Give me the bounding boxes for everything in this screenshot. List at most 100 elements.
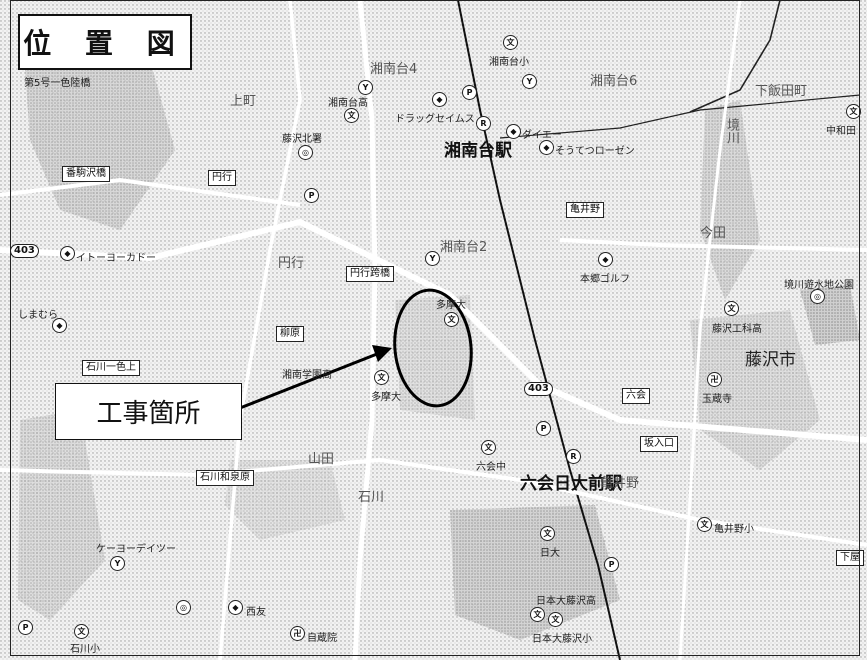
place-label: 日本大藤沢高 xyxy=(536,596,596,607)
intersection-sign: 石川一色上 xyxy=(82,360,140,376)
place-label: 自蔵院 xyxy=(307,633,337,644)
intersection-sign: 番駒沢橋 xyxy=(62,166,110,182)
green-area-center xyxy=(395,295,475,420)
restaurant-icon: Y xyxy=(522,74,537,89)
place-label: 多摩大 xyxy=(436,300,466,311)
temple-icon: 卍 xyxy=(707,372,722,387)
road-south xyxy=(0,457,867,547)
route-shield: 403 xyxy=(524,382,553,396)
school-icon: 文 xyxy=(481,440,496,455)
intersection-label: 第5号一色陸橋 xyxy=(24,78,91,89)
route-shield: 403 xyxy=(10,244,39,258)
area-label: 下飯田町 xyxy=(755,84,808,99)
road-diag xyxy=(218,0,302,660)
green-area-w xyxy=(18,410,105,620)
parking-icon: P xyxy=(536,421,551,436)
intersection-sign: 坂入口 xyxy=(640,436,678,452)
place-label: ドラッグセイムス xyxy=(395,114,475,125)
school-icon: 文 xyxy=(374,370,389,385)
place-label: 本郷ゴルフ xyxy=(580,274,630,285)
railway-main xyxy=(457,0,621,660)
site-arrow-line xyxy=(239,350,383,410)
river-label: 境川 xyxy=(724,118,739,144)
place-label: 湘南台高 xyxy=(328,98,368,109)
intersection-sign: 円行跨橋 xyxy=(346,266,394,282)
place-label: 湘南学園高 xyxy=(282,370,332,381)
city-name: 藤沢市 xyxy=(745,350,796,370)
station-icon: R xyxy=(476,116,491,131)
area-label: 上町 xyxy=(230,94,257,109)
parking-icon: P xyxy=(462,85,477,100)
intersection-sign: 柳原 xyxy=(276,326,304,342)
school-icon: 文 xyxy=(74,624,89,639)
place-label: 中和田 xyxy=(826,126,856,137)
school-icon: 文 xyxy=(724,301,739,316)
school-icon: 文 xyxy=(444,312,459,327)
place-label: 石川小 xyxy=(70,644,100,655)
shop-icon: ◆ xyxy=(52,318,67,333)
area-label: 今田 xyxy=(700,226,727,241)
shop-icon: ◆ xyxy=(598,252,613,267)
school-icon: 文 xyxy=(846,104,861,119)
place-label: 玉蔵寺 xyxy=(702,394,732,405)
map-title: 位 置 図 xyxy=(18,14,192,70)
construction-site-label: 工事箇所 xyxy=(55,383,242,440)
place-label: 境川遊水地公園 xyxy=(784,280,854,291)
place-label: 西友 xyxy=(246,607,266,618)
intersection-sign: 石川和泉原 xyxy=(196,470,254,486)
place-label: 日本大藤沢小 xyxy=(532,634,592,645)
place-label: ダイエー xyxy=(522,130,562,141)
site-arrow-head xyxy=(372,345,392,362)
place-label: 六会中 xyxy=(476,462,506,473)
road-west xyxy=(0,177,301,207)
police-icon: ◎ xyxy=(176,600,191,615)
shop-icon: ◆ xyxy=(228,600,243,615)
green-area-sakai xyxy=(700,100,760,300)
station-shonandai: 湘南台駅 xyxy=(444,141,512,161)
place-label: 亀井野小 xyxy=(714,524,754,535)
area-label: 円行 xyxy=(278,256,305,271)
parking-icon: P xyxy=(304,188,319,203)
station-icon: R xyxy=(566,449,581,464)
shop-icon: ◆ xyxy=(60,246,75,261)
place-label: 多摩大 xyxy=(371,392,401,403)
place-label: しまむら xyxy=(18,310,58,321)
park-icon: ◎ xyxy=(810,289,825,304)
place-label: 日大 xyxy=(540,548,560,559)
school-icon: 文 xyxy=(540,526,555,541)
place-label: ケーヨーデイツー xyxy=(96,544,176,555)
shop-icon: ◆ xyxy=(539,140,554,155)
place-label: 藤沢北署 xyxy=(282,134,322,145)
police-icon: ◎ xyxy=(298,145,313,160)
construction-site-ellipse xyxy=(393,288,473,408)
school-icon: 文 xyxy=(344,108,359,123)
shop-icon: ◆ xyxy=(432,92,447,107)
school-icon: 文 xyxy=(548,612,563,627)
school-icon: 文 xyxy=(503,35,518,50)
green-area-mid xyxy=(225,460,345,540)
restaurant-icon: Y xyxy=(110,556,125,571)
green-area-campus xyxy=(450,505,620,640)
area-label: 石川 xyxy=(358,490,385,505)
place-label: 湘南台小 xyxy=(489,57,529,68)
place-label: イトーヨーカドー xyxy=(76,253,156,264)
railway-ne-curve xyxy=(689,0,781,113)
area-label: 山田 xyxy=(308,452,335,467)
place-label: そうてつローゼン xyxy=(555,146,635,157)
temple-icon: 卍 xyxy=(290,626,305,641)
intersection-sign: 六会 xyxy=(622,388,650,404)
shop-icon: ◆ xyxy=(506,124,521,139)
road-river xyxy=(678,0,742,660)
station-mutsuai: 六会日大前駅 xyxy=(520,474,622,494)
road-north-south xyxy=(352,0,378,660)
railway-ne xyxy=(499,94,861,139)
area-label: 亀井野 xyxy=(600,476,640,491)
intersection-sign: 下屋 xyxy=(836,550,864,566)
restaurant-icon: Y xyxy=(358,80,373,95)
area-label: 湘南台6 xyxy=(590,74,638,89)
school-icon: 文 xyxy=(697,517,712,532)
area-label: 湘南台2 xyxy=(440,240,488,255)
intersection-sign: 円行 xyxy=(208,170,236,186)
